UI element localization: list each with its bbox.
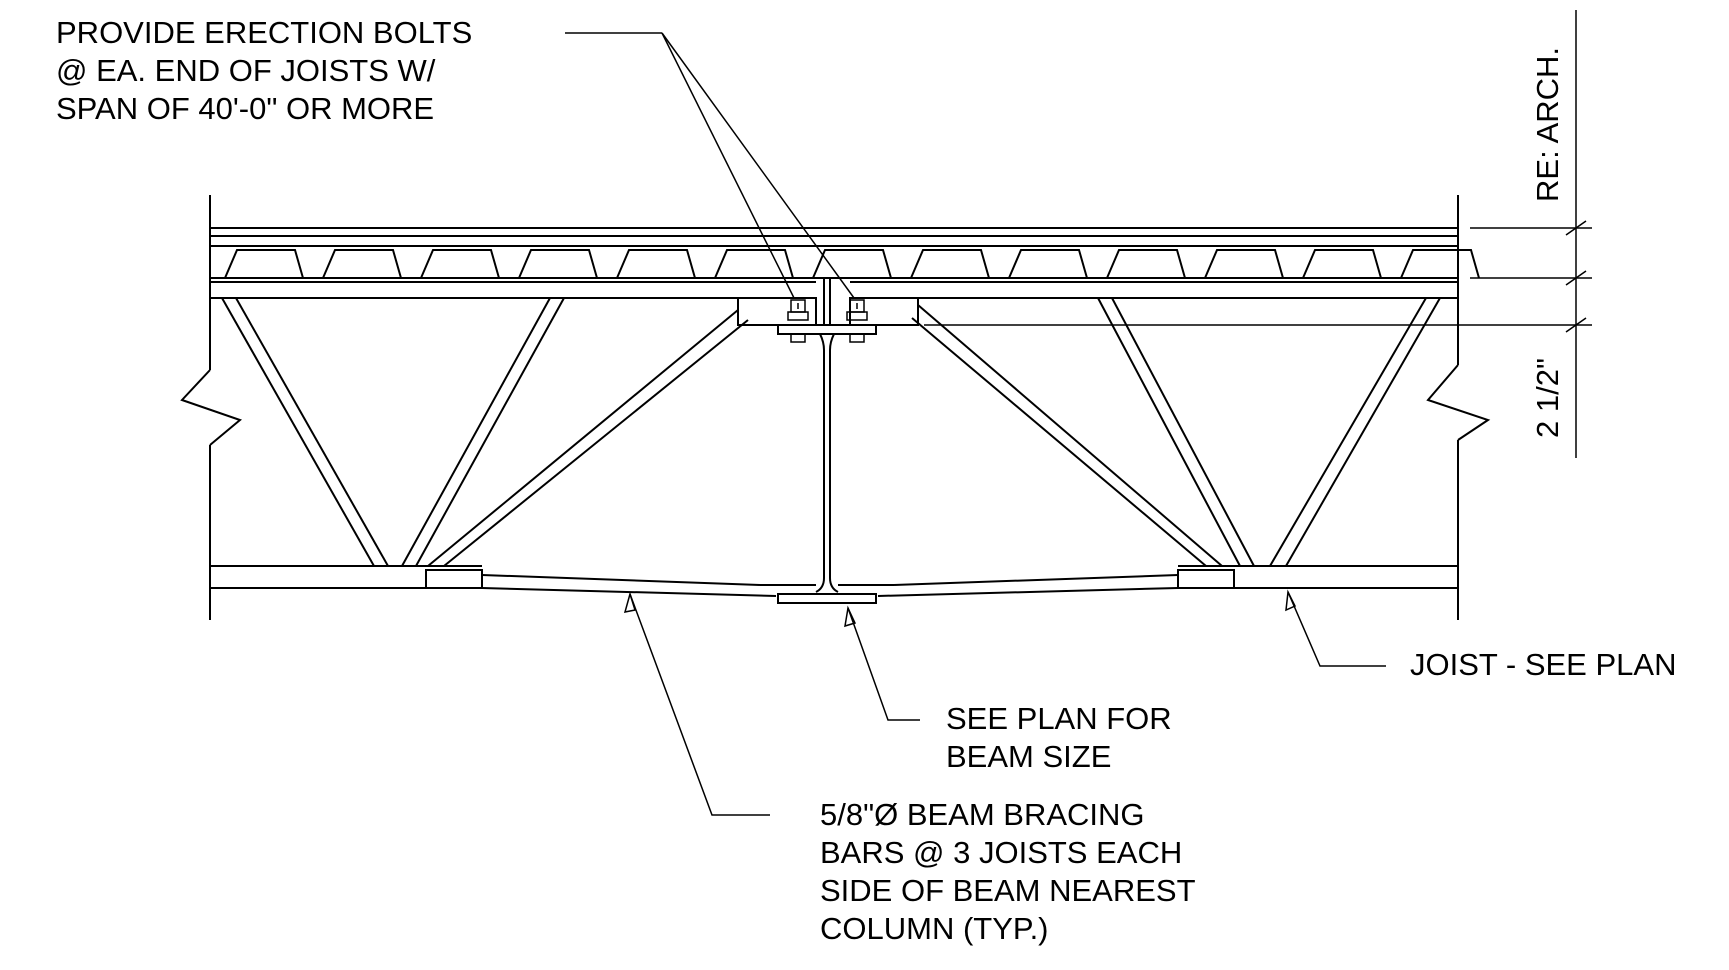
joist-bottom-chord — [210, 565, 1458, 589]
joist-web-right — [911, 297, 1441, 567]
note-beam-size-line-1: SEE PLAN FOR — [946, 701, 1172, 736]
deck-flute — [616, 249, 696, 279]
note-joist-text: JOIST - SEE PLAN — [1410, 647, 1677, 682]
dimension-bearing: 2 1/2" — [1530, 358, 1565, 438]
deck-flute — [1008, 249, 1088, 279]
note-bracing-bars: 5/8"Ø BEAM BRACING BARS @ 3 JOISTS EACH … — [820, 796, 1196, 948]
beam-web — [815, 278, 839, 593]
slab-top-lines — [210, 227, 1458, 247]
note-joist: JOIST - SEE PLAN — [1410, 646, 1676, 684]
deck-flute — [224, 249, 304, 279]
note-beam-size-line-2: BEAM SIZE — [946, 739, 1112, 774]
dimension-re-arch: RE: ARCH. — [1530, 46, 1565, 202]
beam-bottom-flange — [760, 584, 894, 604]
beam-bracing-bar-left — [425, 569, 777, 597]
joist-web-left — [221, 297, 749, 567]
erection-bolt-right — [846, 299, 868, 343]
deck-flute — [1400, 249, 1480, 279]
deck-flute — [1204, 249, 1284, 279]
deck-flute — [714, 249, 794, 279]
deck-flute — [812, 249, 892, 279]
note-erection-bolts: PROVIDE ERECTION BOLTS @ EA. END OF JOIS… — [56, 14, 472, 128]
beam-bracing-bar-right — [877, 569, 1235, 597]
note-erection-bolts-line-3: SPAN OF 40'-0" OR MORE — [56, 91, 435, 126]
leader-joist — [1285, 589, 1386, 667]
deck-flute — [910, 249, 990, 279]
note-erection-bolts-line-1: PROVIDE ERECTION BOLTS — [56, 15, 473, 50]
note-beam-size: SEE PLAN FOR BEAM SIZE — [946, 700, 1172, 776]
note-erection-bolts-line-2: @ EA. END OF JOISTS W/ — [56, 53, 436, 88]
joist-top-chord — [210, 281, 1458, 299]
left-break-line — [180, 195, 243, 620]
deck-flute — [322, 249, 402, 279]
deck-flute — [1106, 249, 1186, 279]
note-bracing-bars-line-4: COLUMN (TYP.) — [820, 911, 1049, 946]
leader-bracing-bars — [623, 591, 770, 816]
note-bracing-bars-line-1: 5/8"Ø BEAM BRACING — [820, 797, 1145, 832]
leader-beam-size — [844, 605, 920, 721]
deck-flute — [1302, 249, 1382, 279]
note-bracing-bars-line-3: SIDE OF BEAM NEAREST — [820, 873, 1196, 908]
right-break-line — [1426, 195, 1491, 620]
beam-top-flange — [777, 324, 877, 335]
deck-flute — [518, 249, 598, 279]
leader-erection-bolts — [565, 32, 855, 299]
note-bracing-bars-line-2: BARS @ 3 JOISTS EACH — [820, 835, 1183, 870]
dimension-line-vertical — [924, 10, 1592, 458]
deck-flute — [420, 249, 500, 279]
erection-bolt-left — [787, 299, 809, 343]
metal-deck — [210, 249, 1480, 279]
